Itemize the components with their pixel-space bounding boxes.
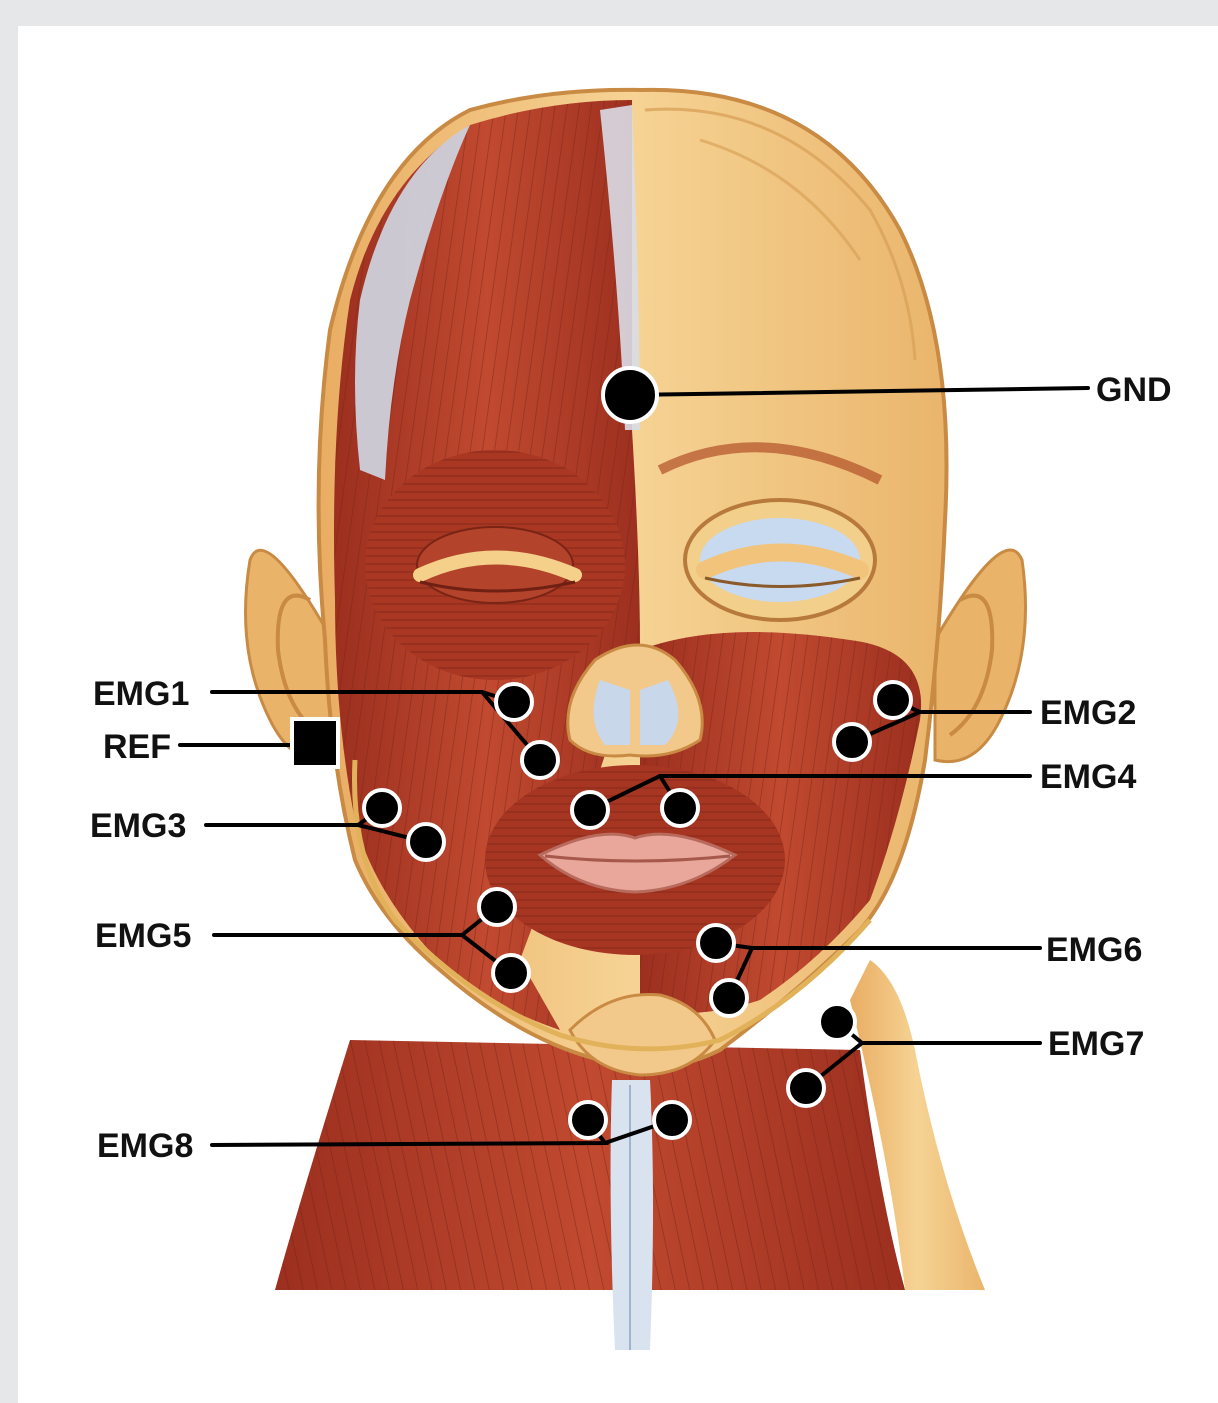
label-gnd: GND (1096, 371, 1172, 409)
label-emg2: EMG2 (1040, 694, 1136, 732)
emg3-electrode-b (408, 824, 444, 860)
label-emg7: EMG7 (1048, 1025, 1144, 1063)
ear-right (935, 550, 1026, 762)
label-emg6: EMG6 (1046, 931, 1142, 969)
ref-electrode (292, 719, 338, 767)
emg2-electrode-b (834, 724, 870, 760)
trachea (611, 1080, 653, 1350)
emg4-electrode-a (572, 792, 608, 828)
emg3-electrode-a (364, 790, 400, 826)
emg7-electrode-a (819, 1004, 855, 1040)
head-illustration (246, 90, 1026, 1350)
emg8-electrode-a (570, 1102, 606, 1138)
label-emg1: EMG1 (93, 675, 189, 713)
emg5-electrode-a (479, 889, 515, 925)
emg5-electrode-b (493, 955, 529, 991)
gnd-electrode (603, 368, 657, 422)
emg4-electrode-b (662, 790, 698, 826)
emg7-electrode-b (788, 1070, 824, 1106)
emg8-electrode-b (654, 1102, 690, 1138)
emg2-electrode-a (875, 682, 911, 718)
label-ref: REF (103, 728, 171, 766)
emg1-electrode-a (496, 684, 532, 720)
label-emg3: EMG3 (90, 807, 186, 845)
emg6-electrode-b (711, 980, 747, 1016)
emg1-electrode-b (522, 742, 558, 778)
label-emg4: EMG4 (1040, 758, 1136, 796)
emg6-electrode-a (698, 925, 734, 961)
label-emg5: EMG5 (95, 917, 191, 955)
label-emg8: EMG8 (97, 1127, 193, 1165)
